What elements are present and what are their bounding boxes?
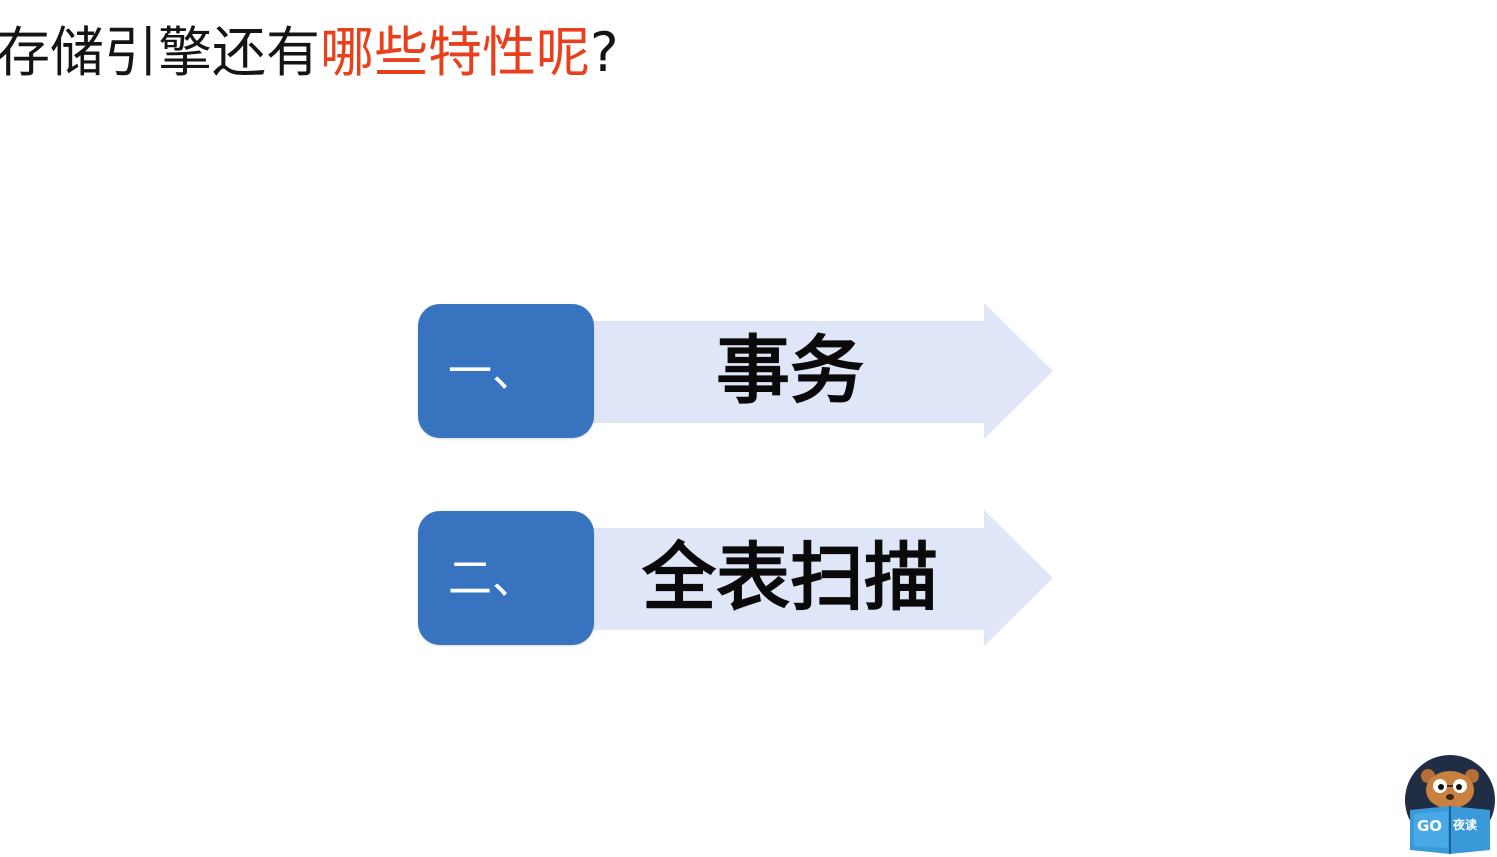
item-label: 全表扫描 (642, 535, 938, 621)
slide-title: 存储引擎还有哪些特性呢? (0, 18, 619, 88)
logo-text-cn: 夜读 (1452, 817, 1477, 832)
list-item-full-table-scan: 二、 全表扫描 (417, 508, 1057, 648)
number-label: 二、 (448, 553, 536, 604)
go-night-reading-logo: GO 夜读 (1405, 755, 1495, 854)
number-badge: 二、 (418, 511, 594, 645)
list-item-transaction: 一、 事务 (417, 301, 1057, 441)
title-suffix: ? (590, 21, 619, 84)
arrow-right-icon (567, 510, 1053, 646)
title-highlight: 哪些特性呢 (320, 21, 590, 84)
arrow-right-icon (567, 303, 1053, 439)
number-badge: 一、 (418, 304, 594, 438)
title-prefix: 存储引擎还有 (0, 21, 320, 84)
logo-text-go: GO (1417, 817, 1442, 835)
number-label: 一、 (448, 346, 536, 397)
item-label: 事务 (716, 328, 864, 414)
